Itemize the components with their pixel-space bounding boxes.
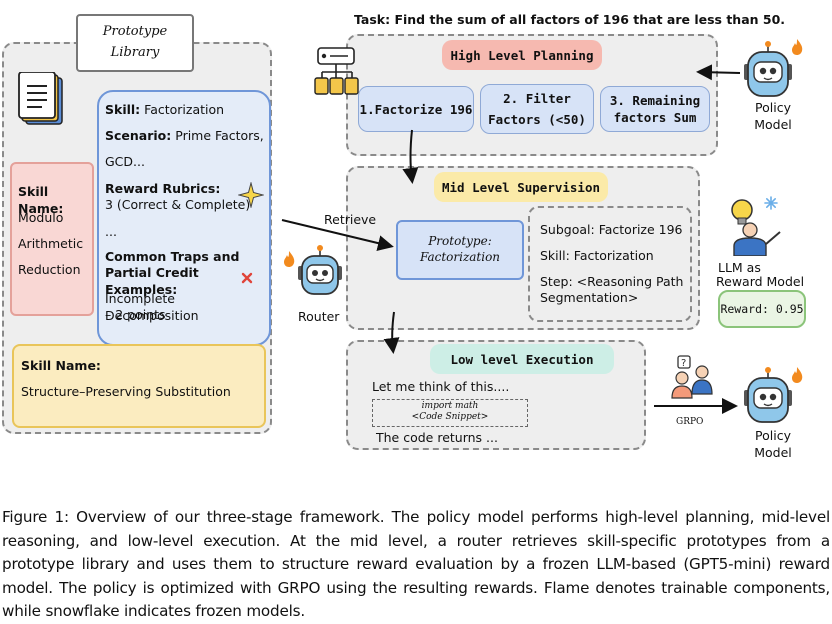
mid-level-title: Mid Level Supervision bbox=[434, 172, 608, 202]
rubrics-label: Reward Rubrics: bbox=[105, 181, 221, 196]
bottom-skill-label: Skill Name: bbox=[21, 358, 101, 373]
flame-icon bbox=[284, 251, 295, 267]
step-sum-line-1: 3. Remaining bbox=[609, 93, 701, 108]
people-question-icon: ? bbox=[671, 355, 713, 399]
policy-bottom-label-2: Model bbox=[754, 444, 792, 460]
code-line-2: <Code Snippet> bbox=[411, 412, 489, 423]
library-tab-title: Prototype bbox=[102, 24, 168, 39]
skill-text: Skill: Factorization bbox=[540, 248, 654, 263]
router-label: Router bbox=[298, 309, 340, 324]
library-tab: Prototype Library bbox=[76, 14, 194, 72]
grpo-label: GRPO bbox=[676, 417, 704, 427]
arrow-retrieve bbox=[281, 219, 394, 251]
skill-line: Skill: Factorization bbox=[105, 102, 224, 119]
bottom-skill-value: Structure–Preserving Substitution bbox=[21, 384, 231, 399]
llm-label-2: Reward Model bbox=[716, 274, 805, 289]
step-filter-line-1: 2. Filter bbox=[503, 91, 571, 106]
side-skill-line-2: Arithmetic bbox=[18, 236, 84, 251]
cross-icon bbox=[241, 272, 253, 284]
prototype-factorization: Prototype: Factorization bbox=[396, 220, 524, 280]
traps-value-1: Incomplete Decomposition bbox=[105, 291, 199, 323]
server-tree-icon bbox=[314, 47, 359, 95]
arrows-layer bbox=[281, 64, 741, 414]
think-text: Let me think of this.... bbox=[372, 379, 510, 394]
figure-caption: Figure 1: Overview of our three-stage fr… bbox=[2, 508, 830, 621]
retrieve-label: Retrieve bbox=[324, 212, 377, 227]
skill-label: Skill: bbox=[105, 102, 141, 117]
traps-value-2: – 2 points bbox=[105, 307, 166, 322]
arrow-policy-to-high bbox=[696, 64, 741, 81]
rubrics-value: 3 (Correct & Complete) bbox=[105, 197, 251, 212]
flame-icon bbox=[792, 39, 803, 55]
step-filter: 2. Filter Factors (<50) bbox=[480, 84, 594, 134]
code-line-1: import math bbox=[421, 401, 479, 411]
llm-label-1: LLM as bbox=[718, 260, 761, 275]
side-skill-line-3: Reduction bbox=[18, 262, 81, 277]
document-icon bbox=[18, 72, 63, 125]
skill-value: Factorization bbox=[144, 102, 225, 117]
svg-text:?: ? bbox=[681, 358, 686, 369]
side-skill-label: Skill Name: bbox=[18, 184, 64, 216]
sparkle-icon bbox=[238, 182, 264, 208]
traps-line-2: Partial Credit Examples: bbox=[105, 265, 199, 297]
flame-icon bbox=[792, 367, 803, 383]
policy-top-label-2: Model bbox=[754, 116, 792, 132]
step-text-1: Step: <Reasoning Path bbox=[540, 274, 684, 289]
policy-bottom-label-1: Policy bbox=[755, 428, 791, 443]
supervision-details: Subgoal: Factorize 196 Skill: Factorizat… bbox=[528, 206, 692, 322]
scenario-value: Prime Factors, bbox=[175, 128, 264, 143]
traps-line-1: Common Traps and bbox=[105, 249, 240, 264]
policy-bottom-label: Policy Model bbox=[750, 428, 796, 462]
rubrics-ellipsis: ... bbox=[105, 224, 117, 239]
task-title: Task: Find the sum of all factors of 196… bbox=[354, 12, 786, 27]
code-snippet: import math <Code Snippet> bbox=[372, 399, 528, 427]
high-level-title: High Level Planning bbox=[442, 40, 602, 70]
teacher-icon bbox=[731, 199, 781, 256]
prototype-line-1: Prototype: bbox=[428, 234, 492, 248]
scenario-line: Scenario: Prime Factors, bbox=[105, 128, 264, 145]
step-text-2: Segmentation> bbox=[540, 290, 639, 305]
scenario-continued: GCD... bbox=[105, 154, 145, 169]
side-skill-line-1: Modulo bbox=[18, 210, 64, 225]
low-level-title: Low level Execution bbox=[430, 344, 614, 374]
policy-robot-icon bbox=[744, 41, 792, 97]
policy-robot-bottom-icon bbox=[744, 367, 792, 423]
skill-card-factorization: Skill: Factorization Scenario: Prime Fac… bbox=[97, 90, 271, 346]
arrow-high-to-mid bbox=[402, 129, 419, 184]
returns-text: The code returns ... bbox=[376, 430, 498, 445]
step-sum-line-2: factors Sum bbox=[613, 110, 697, 125]
library-tab-subtitle: Library bbox=[110, 45, 160, 60]
snowflake-icon bbox=[764, 196, 778, 210]
subgoal-text: Subgoal: Factorize 196 bbox=[540, 222, 683, 237]
skill-card-substitution: Skill Name: Structure–Preserving Substit… bbox=[12, 344, 266, 428]
scenario-label: Scenario: bbox=[105, 128, 172, 143]
reward-score: Reward: 0.95 bbox=[718, 290, 806, 328]
skill-card-modulo: Skill Name: Modulo Arithmetic Reduction bbox=[10, 162, 94, 316]
policy-top-label-1: Policy bbox=[755, 100, 791, 115]
arrow-mid-to-low bbox=[383, 311, 400, 354]
step-factorize: 1.Factorize 196 bbox=[358, 86, 474, 132]
policy-top-label: Policy Model bbox=[750, 100, 796, 134]
router-robot-icon bbox=[298, 245, 342, 295]
step-sum: 3. Remaining factors Sum bbox=[600, 86, 710, 132]
prototype-line-2: Factorization bbox=[419, 250, 501, 264]
step-filter-line-2: Factors (<50) bbox=[488, 112, 586, 127]
